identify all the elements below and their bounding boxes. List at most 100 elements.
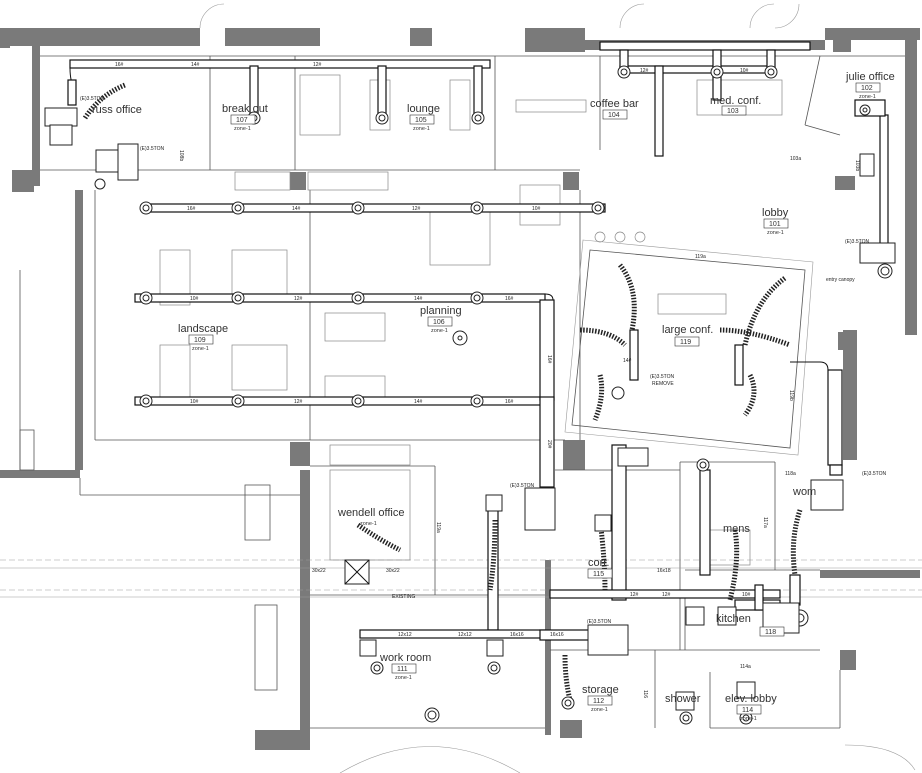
svg-text:118: 118 bbox=[765, 629, 776, 636]
room-label-wom: wom bbox=[792, 486, 816, 498]
svg-text:zone-1: zone-1 bbox=[859, 94, 876, 100]
diffuser bbox=[351, 394, 365, 408]
room-label-elev-lobby: elev. lobby 114 zone-1 bbox=[725, 693, 777, 722]
room-label-julie-office: julie office 102 zone-1 bbox=[845, 71, 895, 100]
room-label-med-conf: med. conf. 103 bbox=[710, 95, 761, 116]
duct-label: 16x16 bbox=[550, 632, 564, 638]
duct-label: 10# bbox=[190, 296, 199, 302]
remove-tag: REMOVE bbox=[652, 381, 674, 387]
svg-text:shower: shower bbox=[665, 693, 701, 705]
diffuser bbox=[710, 65, 724, 79]
svg-text:corr.: corr. bbox=[588, 557, 609, 569]
room-tag: 119a bbox=[435, 522, 441, 533]
diffuser bbox=[611, 386, 625, 400]
svg-text:work room: work room bbox=[379, 652, 431, 664]
hvac-unit bbox=[736, 681, 756, 699]
diffuser bbox=[139, 291, 153, 305]
diffuser bbox=[231, 291, 245, 305]
svg-text:lounge: lounge bbox=[407, 103, 440, 115]
diffusers bbox=[44, 65, 896, 725]
svg-text:zone-1: zone-1 bbox=[740, 716, 757, 722]
annotations: (E)3.5TON (E)3.5TON (E)3.5TON (E)3.5TON … bbox=[80, 96, 886, 698]
svg-text:kitchen: kitchen bbox=[716, 613, 751, 625]
hvac-unit bbox=[859, 153, 875, 177]
svg-text:planning: planning bbox=[420, 305, 462, 317]
room-tag: 118a bbox=[785, 471, 796, 477]
diffuser bbox=[764, 65, 778, 79]
walls bbox=[0, 28, 920, 750]
room-label-kitchen: kitchen 118 bbox=[716, 613, 785, 637]
room-tag: 114a bbox=[740, 664, 751, 670]
hvac-unit bbox=[95, 149, 119, 173]
duct-label: 16# bbox=[115, 62, 124, 68]
room-label-mens: mens bbox=[723, 523, 750, 535]
hvac-unit bbox=[359, 639, 377, 657]
hvac-unit bbox=[617, 447, 649, 467]
diffuser bbox=[696, 458, 710, 472]
duct-label: 16# bbox=[505, 399, 514, 405]
hvac-unit bbox=[117, 143, 139, 181]
duct-label: 12# bbox=[630, 592, 639, 598]
room-label-wendell-office: wendell office zone-1 bbox=[337, 507, 404, 527]
svg-text:106: 106 bbox=[433, 319, 445, 326]
interior-partitions bbox=[0, 3, 922, 773]
room-label-work-room: work room 111 zone-1 bbox=[379, 652, 431, 681]
hvac-unit bbox=[486, 639, 504, 657]
svg-text:zone-1: zone-1 bbox=[234, 126, 251, 132]
hvac-unit bbox=[49, 124, 73, 146]
diffuser bbox=[452, 330, 468, 346]
diffuser bbox=[471, 111, 485, 125]
svg-text:zone-1: zone-1 bbox=[360, 521, 377, 527]
entry-canopy-label: entry canopy bbox=[826, 277, 855, 283]
duct-label: 12# bbox=[294, 296, 303, 302]
duct-label: 12# bbox=[313, 62, 322, 68]
svg-text:julie office: julie office bbox=[845, 71, 895, 83]
svg-text:russ office: russ office bbox=[92, 104, 142, 116]
hvac-unit bbox=[344, 559, 370, 585]
duct-label: 20# bbox=[546, 440, 552, 449]
duct-label: 16# bbox=[505, 296, 514, 302]
room-tag: 103b bbox=[854, 160, 860, 171]
unit-tag: (E)3.5TON bbox=[140, 146, 164, 152]
duct-label: 16# bbox=[546, 355, 552, 364]
svg-text:landscape: landscape bbox=[178, 323, 228, 335]
duct-size-labels: 16# 14# 12# 10# 10# 12# 14# 16# 10# 12# … bbox=[115, 62, 751, 638]
svg-text:coffee bar: coffee bar bbox=[590, 98, 639, 110]
svg-text:101: 101 bbox=[769, 221, 781, 228]
diffuser bbox=[231, 201, 245, 215]
diffuser bbox=[470, 394, 484, 408]
diffuser bbox=[231, 394, 245, 408]
hvac-unit bbox=[685, 606, 705, 626]
svg-text:zone-1: zone-1 bbox=[767, 230, 784, 236]
duct-label: 10# bbox=[190, 399, 199, 405]
svg-text:119: 119 bbox=[680, 339, 691, 346]
diffuser bbox=[739, 711, 753, 725]
svg-text:break out: break out bbox=[222, 103, 268, 115]
room-tag: 103a bbox=[790, 156, 801, 162]
diffuser bbox=[470, 201, 484, 215]
diffuser bbox=[859, 104, 871, 116]
svg-text:111: 111 bbox=[397, 666, 408, 673]
unit-tag: (E)3.5TON bbox=[650, 374, 674, 380]
duct-label: 10# bbox=[740, 68, 749, 74]
svg-text:mens: mens bbox=[723, 523, 750, 535]
hvac-unit bbox=[717, 606, 737, 626]
hvac-unit bbox=[485, 494, 503, 512]
unit-tag: (E)3.5TON bbox=[587, 619, 611, 625]
svg-text:104: 104 bbox=[608, 112, 620, 119]
duct-label: 14# bbox=[414, 399, 423, 405]
svg-text:105: 105 bbox=[415, 117, 427, 124]
diffuser bbox=[351, 201, 365, 215]
duct-label: 12# bbox=[412, 206, 421, 212]
room-label-shower: shower bbox=[665, 693, 701, 705]
room-label-large-conf: large conf. 119 bbox=[662, 324, 713, 347]
svg-text:zone-1: zone-1 bbox=[192, 346, 209, 352]
unit-tag: (E)3.5TON bbox=[80, 96, 104, 102]
diffuser bbox=[561, 696, 575, 710]
duct-label: 14# bbox=[191, 62, 200, 68]
svg-text:zone-1: zone-1 bbox=[413, 126, 430, 132]
ductwork bbox=[67, 41, 889, 701]
svg-text:wom: wom bbox=[792, 486, 816, 498]
hvac-unit bbox=[587, 624, 629, 656]
svg-text:zone-1: zone-1 bbox=[395, 675, 412, 681]
